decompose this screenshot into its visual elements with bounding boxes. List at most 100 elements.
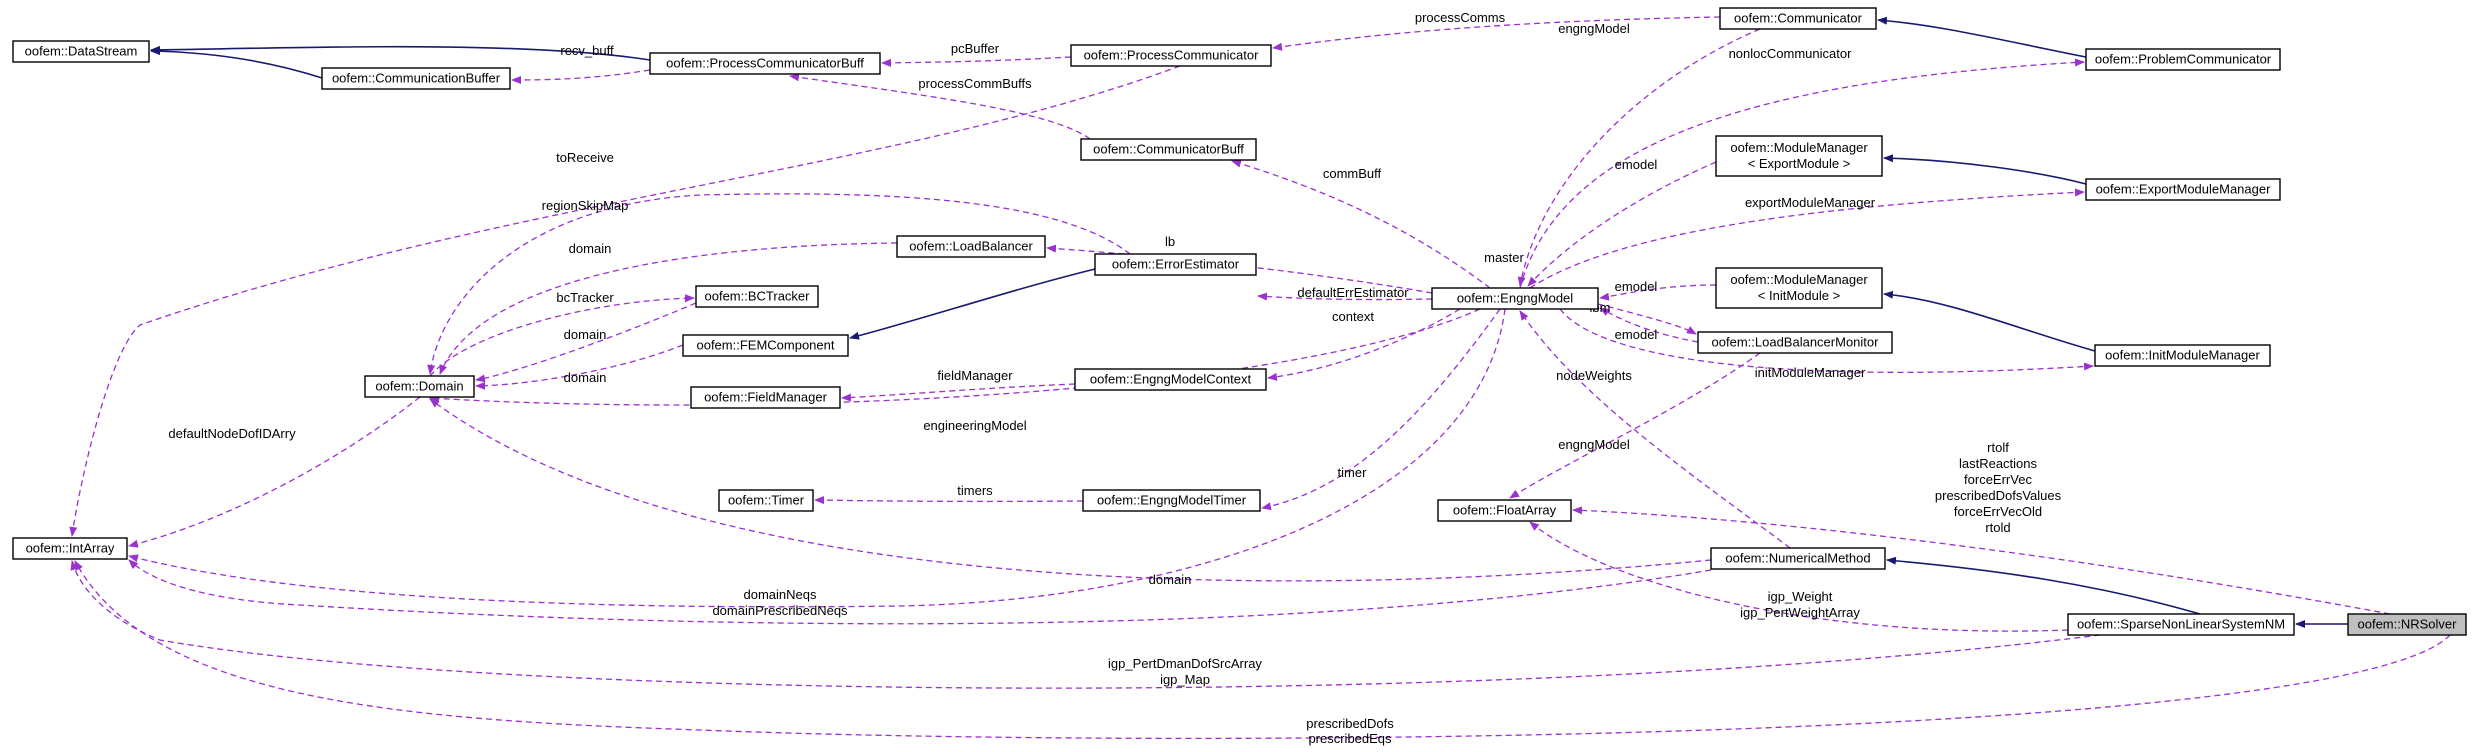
- edge-label: emodel: [1615, 157, 1658, 172]
- usage-edge-engng-model-to-init-module-manager: [1559, 308, 2094, 373]
- edge-label: regionSkipMap: [542, 198, 629, 213]
- class-node-label: oofem::Domain: [375, 379, 463, 394]
- edge-label: fieldManager: [937, 368, 1013, 383]
- class-node-label: oofem::FloatArray: [1453, 503, 1557, 518]
- usage-edge-load-balancer-monitor-to-engng-model: [1599, 307, 1699, 343]
- class-node-box: [1431, 287, 1599, 310]
- class-node-field-manager[interactable]: oofem::FieldManager: [690, 386, 841, 409]
- edge-label: engngModel: [1558, 437, 1630, 452]
- class-node-timer[interactable]: oofem::Timer: [718, 489, 814, 512]
- edge-label: commBuff: [1323, 166, 1382, 181]
- edge-label: master: [1484, 250, 1524, 265]
- class-node-box: [1697, 331, 1893, 354]
- usage-edge-process-communicator-to-process-communicator-buff: [881, 56, 1072, 67]
- class-node-label: oofem::ProblemCommunicator: [2095, 52, 2272, 67]
- edge-label: domainPrescribedNeqs: [712, 603, 848, 618]
- class-node-domain[interactable]: oofem::Domain: [364, 375, 475, 398]
- edge-label: timers: [957, 483, 993, 498]
- edge-label: prescribedDofs: [1306, 716, 1394, 731]
- class-node-sparse-non-linear-system-nm[interactable]: oofem::SparseNonLinearSystemNM: [2067, 613, 2295, 636]
- edge-label: defaultNodeDofIDArry: [168, 426, 296, 441]
- usage-edge-module-manager-export-to-engng-model: [1527, 161, 1717, 287]
- class-node-process-communicator-buff[interactable]: oofem::ProcessCommunicatorBuff: [649, 52, 881, 75]
- edge-label: igp_Weight: [1768, 589, 1833, 604]
- edge-label: lb: [1165, 234, 1175, 249]
- class-node-box: [1710, 547, 1886, 570]
- usage-edge-numerical-method-to-domain: [429, 398, 1712, 582]
- class-node-box: [690, 386, 841, 409]
- class-node-module-manager-init[interactable]: oofem::ModuleManager< InitModule >: [1715, 267, 1883, 309]
- edge-label: prescribedEqs: [1308, 731, 1392, 746]
- class-node-label: oofem::Communicator: [1734, 11, 1863, 26]
- class-node-int-array[interactable]: oofem::IntArray: [12, 537, 128, 560]
- usage-edge-communicator-to-process-communicator: [1272, 16, 1721, 51]
- usage-edge-communicator-to-engng-model: [1517, 28, 1761, 287]
- class-node-nr-solver[interactable]: oofem::NRSolver: [2347, 613, 2467, 636]
- class-node-load-balancer-monitor[interactable]: oofem::LoadBalancerMonitor: [1697, 331, 1893, 354]
- usage-edge-error-estimator-to-domain: [427, 193, 1131, 375]
- class-node-label: oofem::DataStream: [25, 44, 138, 59]
- class-node-error-estimator[interactable]: oofem::ErrorEstimator: [1094, 253, 1257, 276]
- class-node-label: oofem::SparseNonLinearSystemNM: [2077, 617, 2285, 632]
- edge-label: igp_Map: [1160, 672, 1210, 687]
- edge-label: domainNeqs: [744, 587, 817, 602]
- class-node-process-communicator[interactable]: oofem::ProcessCommunicator: [1070, 44, 1272, 67]
- edge-label: defaultErrEstimator: [1297, 285, 1409, 300]
- usage-edge-numerical-method-to-engng-model: [1519, 310, 1791, 549]
- edge-label: timer: [1338, 465, 1368, 480]
- class-node-engng-model-timer[interactable]: oofem::EngngModelTimer: [1082, 489, 1261, 512]
- edge-label: emodel: [1615, 327, 1658, 342]
- edge-label: emodel: [1615, 279, 1658, 294]
- class-node-fem-component[interactable]: oofem::FEMComponent: [682, 334, 849, 357]
- class-node-box: [364, 375, 475, 398]
- class-node-label: oofem::ExportModuleManager: [2096, 182, 2272, 197]
- class-node-box: [1074, 368, 1267, 391]
- edge-label: forceErrVec: [1964, 472, 2032, 487]
- class-node-data-stream[interactable]: oofem::DataStream: [12, 40, 150, 63]
- inheritance-edge-problem-communicator-to-communicator: [1877, 16, 2087, 58]
- usage-edge-domain-to-int-array: [128, 396, 421, 548]
- usage-edge-engng-model-to-load-balancer-monitor: [1597, 303, 1697, 335]
- usage-edge-engng-model-context-to-field-manager: [841, 383, 1076, 402]
- class-node-box: [1715, 135, 1883, 177]
- class-node-init-module-manager[interactable]: oofem::InitModuleManager: [2094, 344, 2271, 367]
- class-node-engng-model[interactable]: oofem::EngngModel: [1431, 287, 1599, 310]
- usage-edge-numerical-method-to-int-array: [128, 559, 1712, 625]
- edge-label: lastReactions: [1959, 456, 2038, 471]
- class-node-box: [682, 334, 849, 357]
- class-node-box: [1080, 138, 1257, 161]
- edge-label: processComms: [1415, 10, 1506, 25]
- edge-label: processCommBuffs: [918, 76, 1032, 91]
- class-node-engng-model-context[interactable]: oofem::EngngModelContext: [1074, 368, 1267, 391]
- class-node-communicator-buff[interactable]: oofem::CommunicatorBuff: [1080, 138, 1257, 161]
- class-node-label: oofem::ProcessCommunicator: [1084, 48, 1260, 63]
- class-node-export-module-manager[interactable]: oofem::ExportModuleManager: [2085, 178, 2281, 201]
- edge-label: bcTracker: [556, 290, 614, 305]
- class-node-label: oofem::ModuleManager: [1730, 272, 1868, 287]
- class-node-numerical-method[interactable]: oofem::NumericalMethod: [1710, 547, 1886, 570]
- class-node-problem-communicator[interactable]: oofem::ProblemCommunicator: [2085, 48, 2281, 71]
- class-node-box: [1715, 267, 1883, 309]
- class-node-float-array[interactable]: oofem::FloatArray: [1437, 499, 1572, 522]
- class-node-label: oofem::CommunicationBuffer: [332, 71, 501, 86]
- usage-edge-engng-model-to-engng-model-context: [1267, 308, 1461, 381]
- class-node-load-balancer[interactable]: oofem::LoadBalancer: [896, 235, 1046, 258]
- usage-edge-engng-model-to-communicator-buff: [1231, 159, 1491, 289]
- class-node-box: [2347, 613, 2467, 636]
- usage-edge-engng-model-timer-to-timer: [814, 496, 1084, 505]
- usage-edge-process-communicator-to-int-array: [69, 65, 1181, 537]
- class-node-communicator[interactable]: oofem::Communicator: [1719, 7, 1877, 30]
- edge-label: initModuleManager: [1755, 365, 1866, 380]
- class-node-box: [695, 285, 819, 308]
- edge-label: forceErrVecOld: [1954, 504, 2042, 519]
- inheritance-edge-communication-buffer-to-data-stream: [150, 47, 323, 79]
- class-node-module-manager-export[interactable]: oofem::ModuleManager< ExportModule >: [1715, 135, 1883, 177]
- inheritance-edge-error-estimator-to-fem-component: [849, 268, 1096, 340]
- class-node-label: < ExportModule >: [1748, 156, 1851, 171]
- usage-edge-module-manager-init-to-engng-model: [1599, 284, 1717, 301]
- edge-label: rtold: [1985, 520, 2010, 535]
- class-node-communication-buffer[interactable]: oofem::CommunicationBuffer: [321, 67, 511, 90]
- class-node-box: [1070, 44, 1272, 67]
- usage-edge-engng-model-to-error-estimator: [1257, 292, 1433, 301]
- class-node-bc-tracker[interactable]: oofem::BCTracker: [695, 285, 819, 308]
